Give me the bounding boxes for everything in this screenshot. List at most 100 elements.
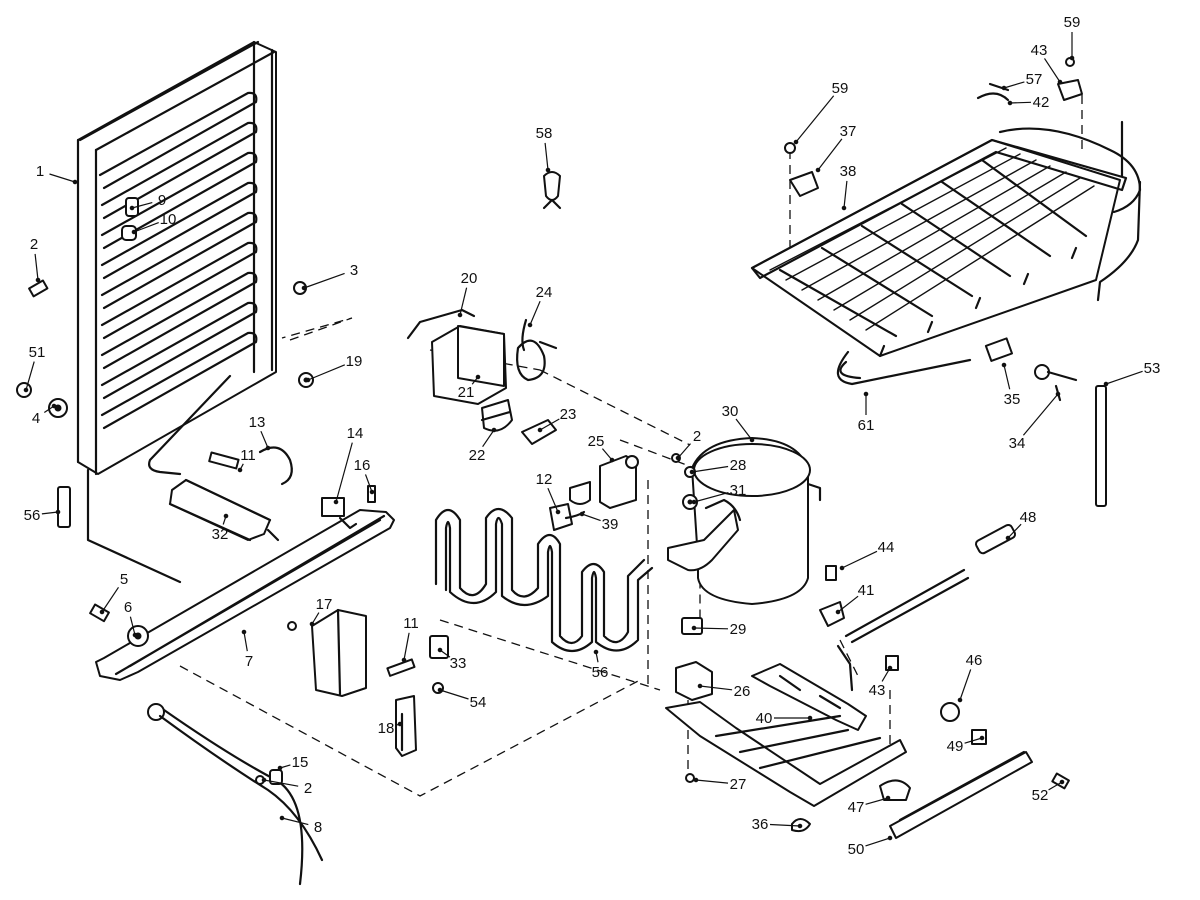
leader-c11b — [403, 632, 410, 661]
leader-c6 — [129, 616, 136, 636]
leader-tip-c19 — [305, 377, 311, 383]
callout-c46: 46 — [966, 652, 983, 669]
leader-tip-c44 — [839, 565, 845, 571]
leader-tip-c21 — [475, 374, 481, 380]
leader-c52 — [1048, 781, 1063, 791]
callout-c39: 39 — [602, 516, 619, 533]
leader-c44 — [841, 550, 878, 569]
grommet-6-icon — [127, 625, 149, 647]
callout-c1: 1 — [36, 163, 44, 180]
leader-c38 — [843, 180, 848, 209]
leader-tip-c10 — [131, 229, 137, 235]
leader-c5 — [101, 586, 119, 613]
thermostat-58-icon — [542, 171, 562, 210]
drier-assembly — [168, 446, 293, 542]
callout-c21: 21 — [458, 384, 475, 401]
leader-tip-c43a — [1057, 79, 1063, 85]
callout-c25: 25 — [588, 433, 605, 450]
screw-2-icon — [28, 279, 49, 298]
tube-56-icon — [57, 486, 71, 528]
callout-c59a: 59 — [1064, 14, 1081, 31]
leader-c12 — [547, 487, 559, 513]
leader-tip-c57 — [1001, 85, 1007, 91]
leader-tip-c2b — [675, 455, 681, 461]
callout-c48: 48 — [1020, 509, 1037, 526]
callout-c20: 20 — [461, 270, 478, 287]
callout-c2a: 2 — [30, 236, 38, 253]
callout-c16: 16 — [354, 457, 371, 474]
leader-c16 — [364, 474, 373, 493]
leader-tip-c26 — [697, 683, 703, 689]
callout-c54: 54 — [470, 694, 487, 711]
leader-tip-c59a — [1069, 55, 1075, 61]
tube-53-icon — [1095, 385, 1107, 507]
callout-c41: 41 — [858, 582, 875, 599]
callout-c30: 30 — [722, 403, 739, 420]
relay-bracket — [287, 608, 449, 757]
leader-c3 — [303, 272, 345, 289]
leader-c26 — [699, 685, 733, 691]
callout-c36: 36 — [752, 816, 769, 833]
leader-tip-c61 — [863, 391, 869, 397]
leader-c51 — [25, 361, 35, 391]
callout-c19: 19 — [346, 353, 363, 370]
leader-c35 — [1003, 364, 1011, 390]
callout-c22: 22 — [469, 447, 486, 464]
leader-tip-c25 — [609, 457, 615, 463]
compressor — [667, 437, 822, 635]
leader-c59b — [795, 95, 835, 143]
serpentine-tubing — [434, 507, 654, 653]
callout-c5: 5 — [120, 571, 128, 588]
leader-tip-c5 — [99, 609, 105, 615]
mounting-rods — [819, 523, 1070, 839]
leader-tip-c56b — [593, 649, 599, 655]
leader-c49 — [964, 737, 983, 744]
leader-c46 — [959, 669, 972, 701]
leader-c8 — [281, 817, 309, 826]
callout-c13: 13 — [249, 414, 266, 431]
leader-c24 — [529, 300, 541, 326]
leader-tip-c31 — [691, 499, 697, 505]
leader-c41 — [837, 595, 859, 613]
relay-capacitor — [549, 455, 639, 531]
leader-tip-c14 — [333, 499, 339, 505]
leader-tip-c9 — [129, 205, 135, 211]
leader-c53 — [1105, 370, 1143, 385]
leader-tip-c40 — [807, 715, 813, 721]
callout-c58: 58 — [536, 125, 553, 142]
callout-c2b: 2 — [693, 428, 701, 445]
callout-leaders — [23, 32, 1143, 847]
leader-tip-c41 — [835, 609, 841, 615]
callout-c29: 29 — [730, 621, 747, 638]
callout-c11b: 11 — [403, 615, 419, 632]
leader-tip-c54 — [437, 687, 443, 693]
callout-c18: 18 — [378, 720, 395, 737]
leader-c50 — [865, 837, 891, 847]
leader-tip-c15 — [277, 765, 283, 771]
clip-41-icon — [819, 601, 845, 627]
leader-tip-c12 — [555, 509, 561, 515]
freezer-shelf-evaporator — [750, 120, 1142, 358]
grommet-4-icon — [48, 398, 68, 418]
leader-c19 — [307, 364, 346, 381]
leader-c13 — [260, 430, 269, 449]
leader-tip-c39 — [579, 511, 585, 517]
leader-c1 — [49, 173, 76, 183]
leader-c43a — [1043, 58, 1061, 83]
leader-tip-c8 — [279, 815, 285, 821]
grommet-31-icon — [682, 494, 698, 510]
callout-c15: 15 — [292, 754, 309, 771]
leader-tip-c37 — [815, 167, 821, 173]
leader-c57 — [1003, 81, 1025, 89]
clip-42-icon — [976, 92, 1010, 102]
leader-tip-c47 — [885, 795, 891, 801]
leader-tip-c58 — [545, 167, 551, 173]
leader-c7 — [243, 631, 248, 652]
bracket-37-icon — [789, 171, 819, 197]
callout-c37: 37 — [840, 123, 857, 140]
callout-c47: 47 — [848, 799, 865, 816]
leader-c2a — [34, 253, 39, 281]
callout-c6: 6 — [124, 599, 132, 616]
compressor-mounting — [665, 661, 911, 833]
callout-c51: 51 — [29, 344, 46, 361]
